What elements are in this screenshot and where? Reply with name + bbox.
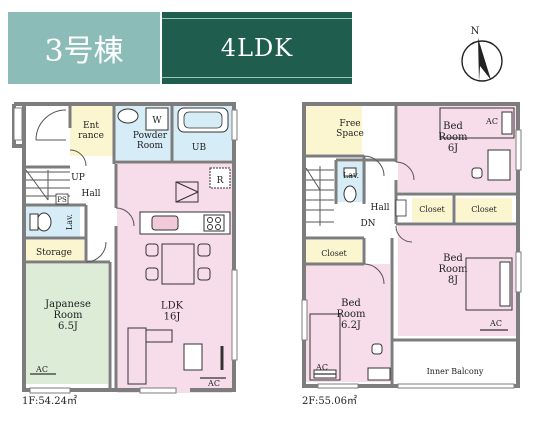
- f2-ac-8j-label: AC: [489, 319, 502, 328]
- floor-1: W R: [12, 102, 238, 394]
- f2-ac-6j-label: AC: [485, 117, 498, 126]
- f1-ldk-door-icon: [115, 207, 135, 227]
- f1-ub-label: UB: [192, 143, 207, 153]
- f1-up-label: UP: [71, 173, 85, 183]
- f2-ac-6-2j-label: AC: [315, 363, 328, 372]
- f1-entrance-floor: [70, 106, 114, 156]
- f1-storage-label: Storage: [36, 248, 72, 258]
- svg-text:W: W: [152, 116, 162, 126]
- f2-desk-6j-icon: [471, 149, 511, 181]
- north-compass-icon: N: [461, 26, 503, 82]
- f1-kitchen-counter: [139, 211, 231, 235]
- f1-washer-icon: W: [145, 107, 169, 131]
- f2-staircase-icon: [305, 166, 334, 226]
- f2-closet-1-floor: [306, 240, 362, 264]
- f1-toilet-icon: [29, 212, 52, 232]
- layout-type-panel: 4LDK: [162, 12, 352, 84]
- header-line-top: [162, 18, 352, 19]
- f2-free-space-floor: [306, 106, 362, 154]
- f2-inner-balcony-label: Inner Balcony: [427, 367, 484, 376]
- f2-area-label: 2F:55.06㎡: [302, 396, 357, 407]
- f2-hall-label: Hall: [371, 203, 390, 213]
- f2-dn-label: DN: [360, 219, 375, 229]
- f2-closet-3-label: Closet: [471, 205, 497, 214]
- f1-powder-sink-icon: [117, 108, 139, 124]
- f1-hall-label: Hall: [82, 189, 101, 199]
- f2-desk-6-2j-icon: [367, 343, 391, 381]
- building-number: 3号棟: [44, 34, 124, 69]
- f1-entrance-door-icon: [35, 109, 67, 141]
- f1-sofa-icon: [127, 327, 203, 385]
- f2-bed-6j-icon: [439, 107, 515, 139]
- svg-text:R: R: [217, 176, 224, 186]
- f1-ps-label: PS: [57, 196, 67, 204]
- f2-closet-2-label: Closet: [419, 205, 445, 214]
- f2-closet-2-floor: [412, 198, 452, 222]
- f1-range-hood-icon: [175, 181, 199, 203]
- layout-type: 4LDK: [220, 34, 294, 62]
- f1-area-label: 1F:54.24㎡: [22, 396, 77, 407]
- f1-ac-ldk-label: AC: [207, 379, 220, 388]
- f1-dining-table-icon: [145, 243, 211, 285]
- f1-refrigerator-icon: R: [209, 167, 231, 189]
- f2-doors-icon: [363, 155, 415, 285]
- f1-ac-japanese-label: AC: [35, 365, 48, 374]
- building-label-panel: 3号棟: [8, 12, 160, 84]
- header-line-bottom: [162, 77, 352, 78]
- f2-sink-icon: [395, 199, 407, 217]
- f1-stove-icon: [203, 214, 225, 232]
- compass-north-label: N: [471, 26, 480, 37]
- f1-hall-door-icon: [69, 149, 87, 167]
- f1-storage-floor: [26, 240, 84, 262]
- f2-toilet-icon: [343, 167, 357, 203]
- f1-bathtub-icon: [177, 107, 229, 133]
- f2-closet-1-label: Closet: [321, 249, 347, 258]
- f1-lav-label: Lav.: [65, 214, 74, 230]
- f1-ps-box: [55, 193, 69, 205]
- f2-lav-label: Lav.: [343, 171, 359, 180]
- f1-japanese-room-floor: [25, 264, 108, 384]
- f2-closet-3-floor: [456, 198, 512, 222]
- f2-bed-8j-icon: [465, 257, 513, 311]
- f1-japanese-door-icon: [85, 241, 107, 263]
- f1-stair-top-area: [24, 103, 70, 167]
